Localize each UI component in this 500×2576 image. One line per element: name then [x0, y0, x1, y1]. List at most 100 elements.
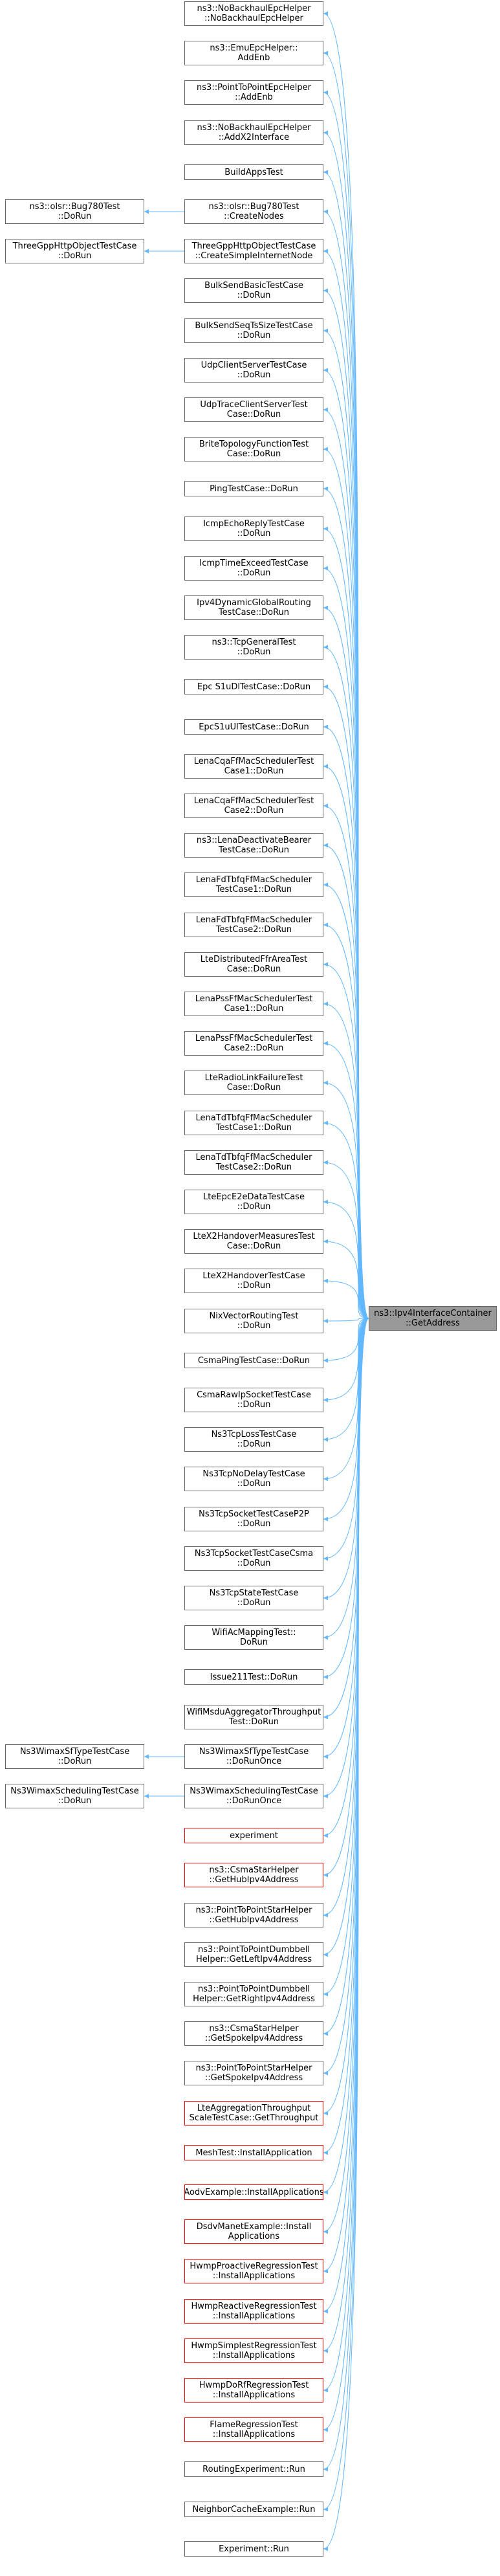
- function-node[interactable]: LteX2HandoverMeasuresTest Case::DoRun: [184, 1229, 323, 1254]
- call-edge: [323, 1160, 369, 1319]
- function-node[interactable]: experiment: [184, 1828, 323, 1843]
- function-node[interactable]: LenaCqaFfMacSchedulerTest Case1::DoRun: [184, 754, 323, 779]
- function-node[interactable]: ns3::olsr::Bug780Test ::CreateNodes: [184, 199, 323, 224]
- function-node[interactable]: EpcS1uUlTestCase::DoRun: [184, 719, 323, 735]
- call-edge: [323, 1318, 369, 2314]
- function-node[interactable]: Ipv4DynamicGlobalRouting TestCase::DoRun: [184, 595, 323, 620]
- call-edge: [323, 566, 369, 1319]
- function-node[interactable]: UdpClientServerTestCase ::DoRun: [184, 358, 323, 383]
- function-node[interactable]: ns3::CsmaStarHelper ::GetHubIpv4Address: [184, 1863, 323, 1887]
- call-edge: [323, 1318, 369, 1759]
- function-node[interactable]: MeshTest::InstallApplication: [184, 2145, 323, 2160]
- function-node[interactable]: Issue211Test::DoRun: [184, 1669, 323, 1685]
- function-node[interactable]: Ns3TcpSocketTestCaseCsma ::DoRun: [184, 1546, 323, 1571]
- function-node[interactable]: Ns3TcpSocketTestCaseP2P ::DoRun: [184, 1507, 323, 1531]
- function-node[interactable]: BulkSendSeqTsSizeTestCase ::DoRun: [184, 318, 323, 343]
- function-node[interactable]: BuildAppsTest: [184, 164, 323, 180]
- function-node[interactable]: CsmaPingTestCase::DoRun: [184, 1353, 323, 1368]
- function-node[interactable]: WifiMsduAggregatorThroughput Test::DoRun: [184, 1705, 323, 1729]
- function-node[interactable]: IcmpTimeExceedTestCase ::DoRun: [184, 556, 323, 581]
- function-node[interactable]: NeighborCacheExample::Run: [184, 2502, 323, 2517]
- call-edge: [323, 684, 369, 1319]
- function-node[interactable]: LteAggregationThroughput ScaleTestCase::…: [184, 2101, 323, 2126]
- caller-node[interactable]: Ns3WimaxSfTypeTestCase ::DoRun: [5, 1744, 144, 1769]
- call-edge: [323, 1318, 369, 1324]
- call-edge: [323, 1318, 369, 2551]
- function-node[interactable]: ns3::LenaDeactivateBearer TestCase::DoRu…: [184, 833, 323, 858]
- function-node[interactable]: ns3::PointToPointDumbbell Helper::GetLef…: [184, 1942, 323, 1967]
- function-node[interactable]: CsmaRawIpSocketTestCase ::DoRun: [184, 1388, 323, 1412]
- function-node[interactable]: DsdvManetExample::Install Applications: [184, 2219, 323, 2244]
- call-edge: [323, 1318, 369, 1838]
- function-node[interactable]: Ns3TcpNoDelayTestCase ::DoRun: [184, 1467, 323, 1491]
- function-node[interactable]: Experiment::Run: [184, 2541, 323, 2557]
- function-node[interactable]: ns3::EmuEpcHelper:: AddEnb: [184, 41, 323, 65]
- call-edge: [323, 1120, 369, 1319]
- function-node[interactable]: ns3::PointToPointEpcHelper ::AddEnb: [184, 80, 323, 105]
- function-node[interactable]: Epc S1uDlTestCase::DoRun: [184, 679, 323, 694]
- function-node[interactable]: LenaFdTbfqFfMacScheduler TestCase1::DoRu…: [184, 872, 323, 897]
- function-node[interactable]: ns3::NoBackhaulEpcHelper ::AddX2Interfac…: [184, 120, 323, 145]
- function-node[interactable]: LenaTdTbfqFfMacScheduler TestCase1::DoRu…: [184, 1111, 323, 1135]
- function-node[interactable]: NixVectorRoutingTest ::DoRun: [184, 1309, 323, 1333]
- call-edge: [323, 407, 369, 1319]
- call-edge: [323, 368, 369, 1319]
- call-edge: [323, 526, 369, 1319]
- call-edge: [323, 1318, 369, 2155]
- call-edge: [323, 1318, 369, 2116]
- call-edge: [323, 1318, 369, 1997]
- call-edge: [323, 1199, 369, 1319]
- call-edge: [323, 1001, 369, 1319]
- function-node[interactable]: HwmpProactiveRegressionTest ::InstallApp…: [184, 2259, 323, 2283]
- function-node[interactable]: ns3::PointToPointDumbbell Helper::GetRig…: [184, 1982, 323, 2006]
- function-node[interactable]: HwmpDoRfRegressionTest ::InstallApplicat…: [184, 2378, 323, 2403]
- function-node[interactable]: LteEpcE2eDataTestCase ::DoRun: [184, 1190, 323, 1214]
- function-node[interactable]: ns3::CsmaStarHelper ::GetSpokeIpv4Addres…: [184, 2021, 323, 2046]
- function-node[interactable]: HwmpSimplestRegressionTest ::InstallAppl…: [184, 2338, 323, 2363]
- call-edge: [323, 882, 369, 1319]
- function-node[interactable]: ns3::PointToPointStarHelper ::GetSpokeIp…: [184, 2061, 323, 2085]
- target-function-node: ns3::Ipv4InterfaceContainer ::GetAddress: [369, 1306, 497, 1331]
- caller-node[interactable]: ThreeGppHttpObjectTestCase ::DoRun: [5, 239, 144, 263]
- function-node[interactable]: PingTestCase::DoRun: [184, 481, 323, 496]
- call-edge: [323, 170, 369, 1319]
- function-node[interactable]: AodvExample::InstallApplications: [184, 2184, 323, 2200]
- call-edge: [323, 1080, 369, 1319]
- function-node[interactable]: Ns3TcpLossTestCase ::DoRun: [184, 1427, 323, 1452]
- function-node[interactable]: ThreeGppHttpObjectTestCase ::CreateSimpl…: [184, 239, 323, 263]
- function-node[interactable]: HwmpReactiveRegressionTest ::InstallAppl…: [184, 2299, 323, 2324]
- function-node[interactable]: LenaPssFfMacSchedulerTest Case1::DoRun: [184, 992, 323, 1016]
- function-node[interactable]: BulkSendBasicTestCase ::DoRun: [184, 278, 323, 303]
- function-node[interactable]: Ns3WimaxSfTypeTestCase ::DoRunOnce: [184, 1744, 323, 1769]
- function-node[interactable]: LteRadioLinkFailureTest Case::DoRun: [184, 1071, 323, 1095]
- function-node[interactable]: LteDistributedFfrAreaTest Case::DoRun: [184, 952, 323, 977]
- call-edge: [323, 1239, 369, 1319]
- function-node[interactable]: BriteTopologyFunctionTest Case::DoRun: [184, 437, 323, 461]
- call-edge: [323, 90, 369, 1319]
- call-edge: [323, 724, 369, 1319]
- call-edge: [323, 1318, 369, 2234]
- function-node[interactable]: UdpTraceClientServerTest Case::DoRun: [184, 397, 323, 422]
- function-node[interactable]: ns3::TcpGeneralTest ::DoRun: [184, 635, 323, 660]
- function-node[interactable]: LenaTdTbfqFfMacScheduler TestCase2::DoRu…: [184, 1150, 323, 1175]
- caller-node[interactable]: Ns3WimaxSchedulingTestCase ::DoRun: [5, 1784, 144, 1808]
- call-edge: [323, 50, 369, 1319]
- function-node[interactable]: RoutingExperiment::Run: [184, 2461, 323, 2477]
- call-edge: [323, 645, 369, 1319]
- function-node[interactable]: Ns3WimaxSchedulingTestCase ::DoRunOnce: [184, 1784, 323, 1808]
- function-node[interactable]: IcmpEchoReplyTestCase ::DoRun: [184, 516, 323, 541]
- function-node[interactable]: LenaCqaFfMacSchedulerTest Case2::DoRun: [184, 794, 323, 818]
- function-node[interactable]: LteX2HandoverTestCase ::DoRun: [184, 1269, 323, 1293]
- call-edge: [323, 328, 369, 1319]
- function-node[interactable]: Ns3TcpStateTestCase ::DoRun: [184, 1586, 323, 1610]
- function-node[interactable]: LenaPssFfMacSchedulerTest Case2::DoRun: [184, 1031, 323, 1056]
- function-node[interactable]: WifiAcMappingTest:: DoRun: [184, 1625, 323, 1650]
- call-edge: [323, 1318, 369, 1918]
- function-node[interactable]: FlameRegressionTest ::InstallApplication…: [184, 2417, 323, 2442]
- function-node[interactable]: ns3::PointToPointStarHelper ::GetHubIpv4…: [184, 1903, 323, 1927]
- caller-node[interactable]: ns3::olsr::Bug780Test ::DoRun: [5, 199, 144, 224]
- call-edge: [323, 1278, 369, 1319]
- function-node[interactable]: LenaFdTbfqFfMacScheduler TestCase2::DoRu…: [184, 913, 323, 937]
- function-node[interactable]: ns3::NoBackhaulEpcHelper ::NoBackhaulEpc…: [184, 1, 323, 26]
